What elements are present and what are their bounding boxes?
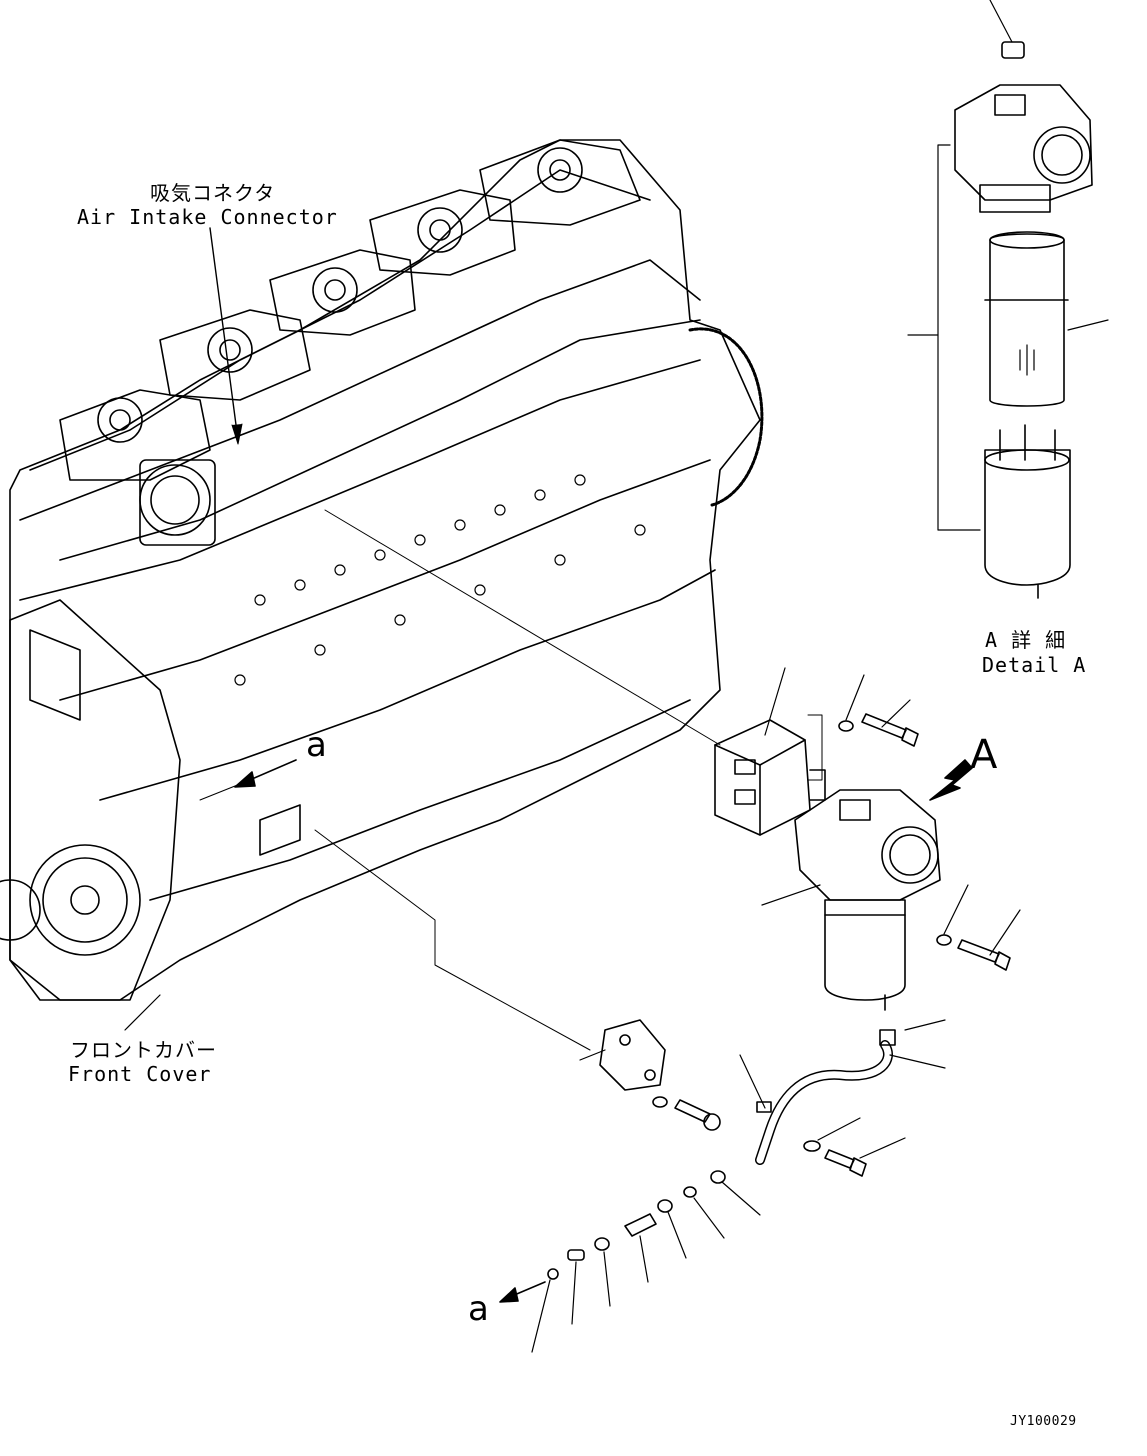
engine-block (0, 139, 764, 1001)
hose-bracket (579, 1019, 721, 1131)
front-cover-label-jp: フロントカバー (70, 1038, 217, 1062)
arrow-a-bottom (499, 1281, 546, 1303)
bolt-set-hose (803, 1117, 906, 1177)
air-intake-label-en: Air Intake Connector (77, 205, 338, 229)
fuel-hose (739, 1019, 946, 1165)
front-cover-label-en: Front Cover (68, 1062, 212, 1086)
bolt-set-upper (807, 674, 919, 781)
air-intake-leader (209, 227, 239, 441)
fitting-chain (531, 1170, 761, 1353)
view-a-label: A (970, 732, 998, 778)
bolt-set-lower (936, 884, 1021, 971)
arrow-a-top-label: a (306, 725, 327, 765)
fuel-filter-assembly (794, 789, 941, 1011)
detail-a-label-en: Detail A (982, 653, 1087, 677)
detail-a-label-jp: A 詳 細 (985, 628, 1067, 652)
air-intake-label-jp: 吸気コネクタ (150, 181, 276, 205)
filter-bracket (714, 719, 826, 836)
arrow-a-top (199, 759, 297, 801)
detail-a-view (907, 0, 1109, 599)
arrow-a-bottom-label: a (468, 1289, 489, 1329)
front-cover-leader (124, 994, 161, 1031)
drawing-id: JY100029 (1010, 1414, 1077, 1429)
view-arrow-a (929, 759, 973, 801)
